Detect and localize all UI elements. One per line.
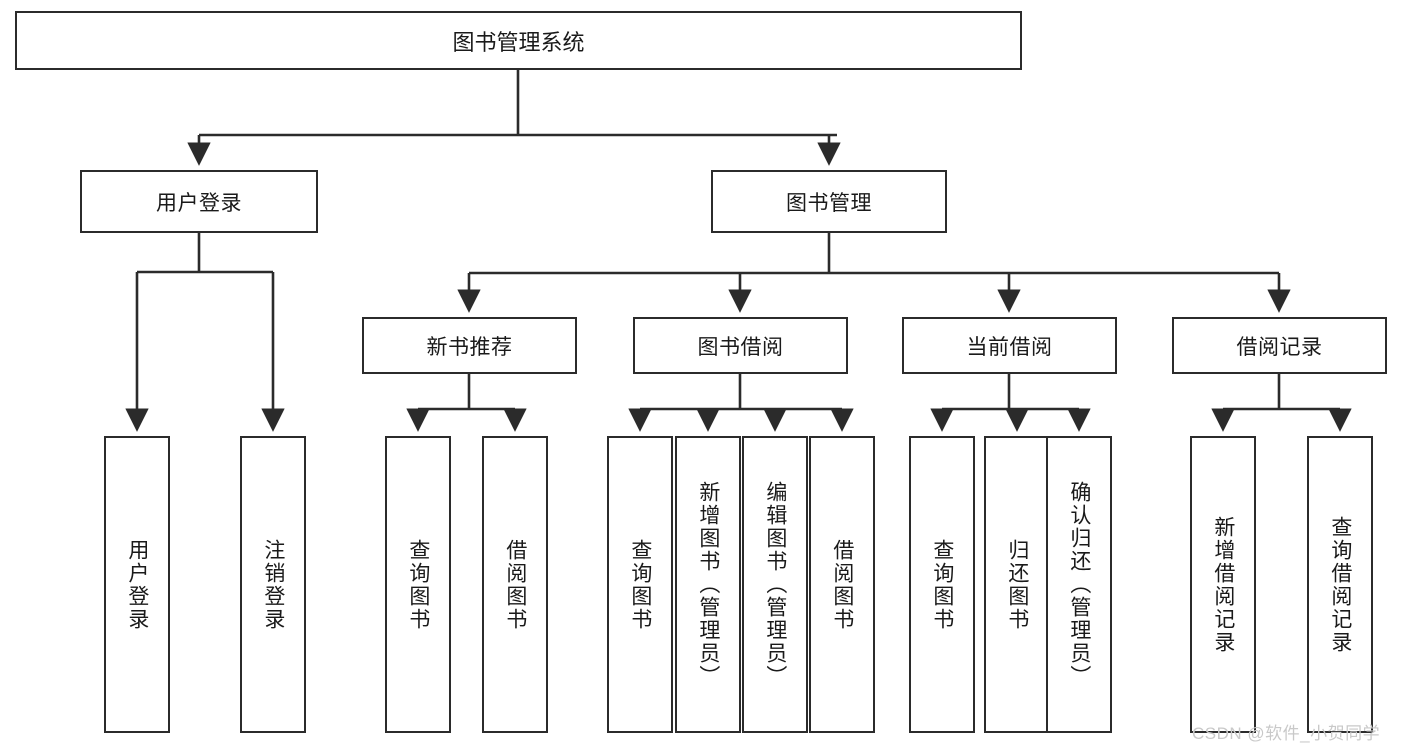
node-leaf-logout-label: 注销登录: [261, 538, 285, 631]
node-leaf-return-book-label: 归还图书: [1005, 538, 1029, 631]
node-leaf-borrow-book-rec[interactable]: 借阅图书: [482, 436, 548, 733]
node-leaf-borrow-book[interactable]: 借阅图书: [809, 436, 875, 733]
node-leaf-user-login[interactable]: 用户登录: [104, 436, 170, 733]
node-leaf-query-book-cur[interactable]: 查询图书: [909, 436, 975, 733]
node-leaf-logout[interactable]: 注销登录: [240, 436, 306, 733]
node-user-login[interactable]: 用户登录: [80, 170, 318, 233]
node-current-borrow[interactable]: 当前借阅: [902, 317, 1117, 374]
node-leaf-query-book-cur-label: 查询图书: [930, 538, 954, 631]
node-user-login-label: 用户登录: [156, 191, 242, 215]
node-root-label: 图书管理系统: [452, 29, 585, 55]
node-new-book-recommend-label: 新书推荐: [426, 335, 513, 359]
node-leaf-add-book-admin[interactable]: 新增图书（管理员）: [675, 436, 741, 733]
node-leaf-confirm-return-admin[interactable]: 确认归还（管理员）: [1046, 436, 1112, 733]
node-leaf-query-record-label: 查询借阅记录: [1328, 515, 1352, 654]
watermark-text: CSDN @软件_小贺同学: [1192, 724, 1381, 743]
node-leaf-query-record[interactable]: 查询借阅记录: [1307, 436, 1373, 733]
node-leaf-query-book-rec-label: 查询图书: [406, 538, 430, 631]
node-leaf-user-login-label: 用户登录: [125, 538, 149, 631]
node-book-borrow[interactable]: 图书借阅: [633, 317, 848, 374]
node-leaf-edit-book-admin[interactable]: 编辑图书（管理员）: [742, 436, 808, 733]
node-leaf-confirm-return-admin-label: 确认归还（管理员）: [1067, 481, 1091, 688]
node-leaf-add-record-label: 新增借阅记录: [1211, 515, 1235, 654]
node-root[interactable]: 图书管理系统: [15, 11, 1022, 70]
node-current-borrow-label: 当前借阅: [966, 335, 1053, 359]
node-leaf-borrow-book-label: 借阅图书: [830, 538, 854, 631]
node-leaf-add-book-admin-label: 新增图书（管理员）: [696, 481, 720, 688]
node-book-borrow-label: 图书借阅: [697, 335, 784, 359]
node-borrow-record[interactable]: 借阅记录: [1172, 317, 1387, 374]
node-book-manage[interactable]: 图书管理: [711, 170, 947, 233]
node-leaf-edit-book-admin-label: 编辑图书（管理员）: [763, 481, 787, 688]
node-new-book-recommend[interactable]: 新书推荐: [362, 317, 577, 374]
node-leaf-borrow-book-rec-label: 借阅图书: [503, 538, 527, 631]
node-borrow-record-label: 借阅记录: [1236, 335, 1323, 359]
node-book-manage-label: 图书管理: [786, 191, 872, 215]
node-leaf-query-book-borrow-label: 查询图书: [628, 538, 652, 631]
node-leaf-query-book-rec[interactable]: 查询图书: [385, 436, 451, 733]
node-leaf-query-book-borrow[interactable]: 查询图书: [607, 436, 673, 733]
node-leaf-return-book[interactable]: 归还图书: [984, 436, 1050, 733]
node-leaf-add-record[interactable]: 新增借阅记录: [1190, 436, 1256, 733]
